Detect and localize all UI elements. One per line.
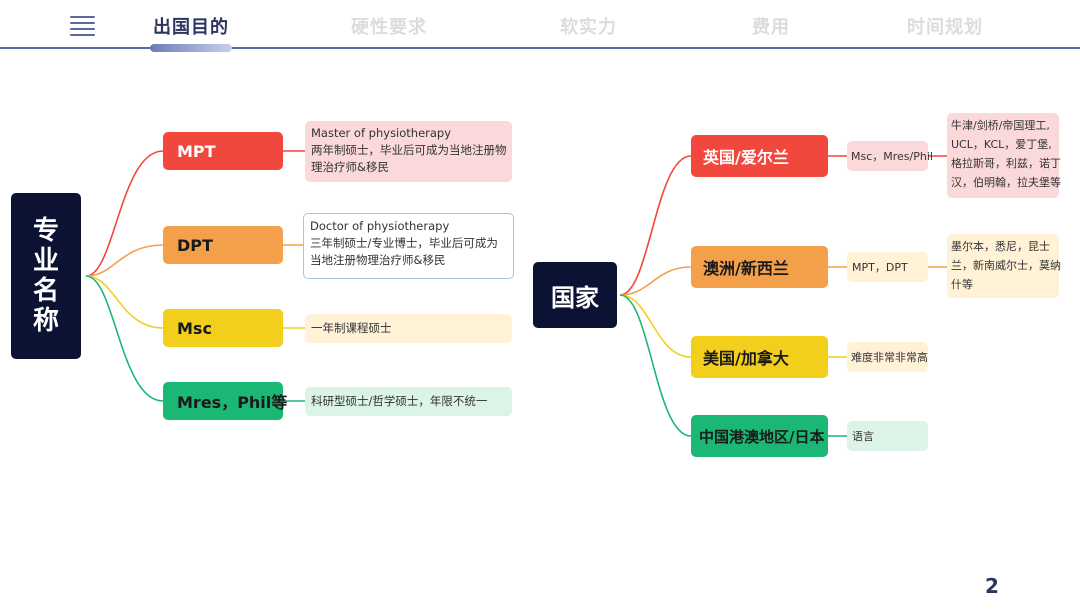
detail-uk-line-4: 汉，伯明翰，拉夫堡等 xyxy=(951,176,1061,189)
note-dpt: Doctor of physiotherapy 三年制硕士/专业博士，毕业后可成… xyxy=(303,213,514,279)
tab-cost[interactable]: 费用 xyxy=(752,17,790,38)
detail-uk-universities: 牛津/剑桥/帝国理工, UCL，KCL，爱丁堡, 格拉斯哥，利兹，诺丁 汉，伯明… xyxy=(947,113,1061,198)
note-msc-text: 一年制课程硕士 xyxy=(311,321,392,335)
note-hk-language-text: 语言 xyxy=(852,429,874,443)
connector-uk xyxy=(619,155,692,296)
connector-mres xyxy=(85,275,164,402)
note-mpt-line-1: Master of physiotherapy xyxy=(311,126,452,140)
note-uk-degrees-text: Msc，Mres/Phil xyxy=(851,149,933,163)
note-msc: 一年制课程硕士 xyxy=(305,314,512,343)
connector-mpt xyxy=(85,150,164,277)
connector-us xyxy=(619,294,692,358)
note-mpt-line-2: 两年制硕士，毕业后可成为当地注册物 xyxy=(311,143,507,157)
note-us-difficulty-text: 难度非常非常高 xyxy=(851,350,928,364)
detail-uk-line-3: 格拉斯哥，利兹，诺丁 xyxy=(951,157,1061,170)
detail-au-line-2: 兰，新南威尔士，莫纳 xyxy=(951,259,1061,272)
detail-uk-line-2: UCL，KCL，爱丁堡, xyxy=(951,138,1052,151)
page-number: 2 xyxy=(985,574,999,598)
note-dpt-line-3: 当地注册物理治疗师&移民 xyxy=(310,253,446,267)
branch-hk-macau-japan: 中国港澳地区/日本 xyxy=(691,415,828,457)
top-navigation: 出国目的 硬性要求 软实力 费用 时间规划 xyxy=(0,0,1080,60)
note-au-degrees-text: MPT，DPT xyxy=(852,260,908,274)
connector-hk xyxy=(619,294,692,437)
connector-dpt xyxy=(85,244,164,277)
note-mpt-line-3: 理治疗师&移民 xyxy=(311,160,389,174)
note-us-difficulty: 难度非常非常高 xyxy=(847,342,928,372)
detail-au-universities: 墨尔本，悉尼，昆士 兰，新南威尔士，莫纳 什等 xyxy=(947,234,1061,298)
root-country: 国家 xyxy=(533,262,617,328)
note-au-degrees: MPT，DPT xyxy=(847,252,928,282)
detail-uk-line-1: 牛津/剑桥/帝国理工, xyxy=(951,119,1050,132)
detail-au-line-1: 墨尔本，悉尼，昆士 xyxy=(951,240,1050,253)
note-uk-degrees: Msc，Mres/Phil xyxy=(847,141,933,171)
tab-study-abroad-purpose[interactable]: 出国目的 xyxy=(153,17,229,38)
branch-australia-nz: 澳洲/新西兰 xyxy=(691,246,828,288)
note-mres-phil-text: 科研型硕士/哲学硕士，年限不统一 xyxy=(311,394,488,408)
connector-msc xyxy=(85,275,164,329)
branch-mpt: MPT xyxy=(163,132,283,170)
nav-divider xyxy=(0,47,1080,49)
note-hk-language: 语言 xyxy=(847,421,928,451)
tab-hard-requirements[interactable]: 硬性要求 xyxy=(351,17,427,38)
note-mpt: Master of physiotherapy 两年制硕士，毕业后可成为当地注册… xyxy=(305,121,512,182)
detail-au-line-3: 什等 xyxy=(951,278,973,291)
menu-icon[interactable] xyxy=(70,16,95,36)
branch-dpt: DPT xyxy=(163,226,283,264)
note-dpt-line-1: Doctor of physiotherapy xyxy=(310,219,450,233)
tab-soft-skills[interactable]: 软实力 xyxy=(560,17,617,38)
branch-uk-ireland: 英国/爱尔兰 xyxy=(691,135,828,177)
branch-us-canada: 美国/加拿大 xyxy=(691,336,828,378)
tab-timeline[interactable]: 时间规划 xyxy=(907,17,983,38)
active-tab-indicator xyxy=(150,44,232,52)
branch-msc: Msc xyxy=(163,309,283,347)
root-major-names: 专业名称 xyxy=(11,193,81,359)
branch-mres-phil: Mres，Phil等 xyxy=(163,382,287,420)
note-dpt-line-2: 三年制硕士/专业博士，毕业后可成为 xyxy=(310,236,498,250)
connector-au xyxy=(619,266,692,296)
note-mres-phil: 科研型硕士/哲学硕士，年限不统一 xyxy=(305,387,512,416)
